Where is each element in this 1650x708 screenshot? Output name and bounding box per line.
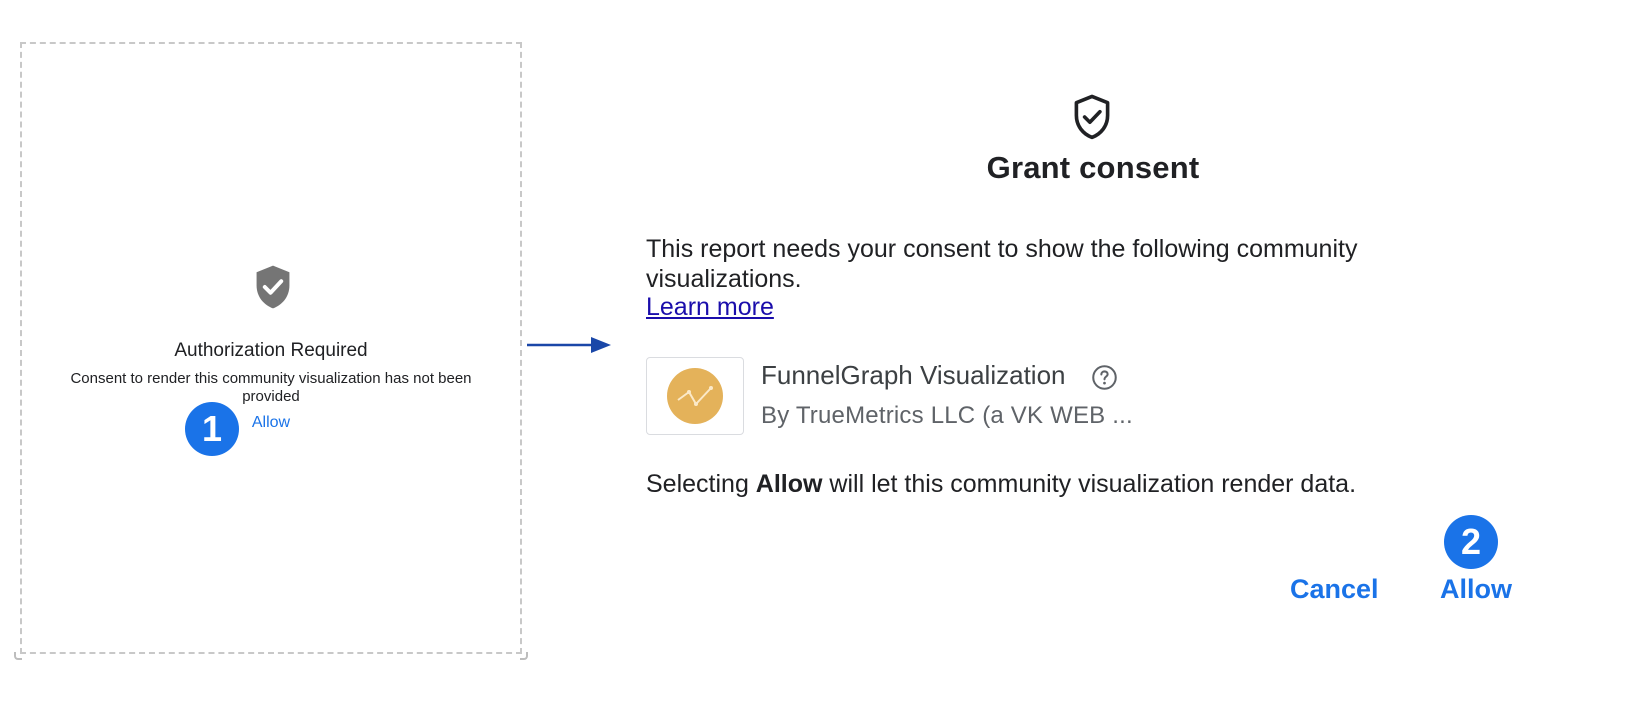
line-chart-icon <box>667 368 723 424</box>
placeholder-allow-link[interactable]: Allow <box>251 414 291 431</box>
consent-note-prefix: Selecting <box>646 470 756 498</box>
visualization-name: FunnelGraph Visualization <box>761 360 1066 390</box>
consent-note: Selecting Allow will let this community … <box>646 470 1356 499</box>
resize-corner-right <box>520 652 528 660</box>
dialog-description: This report needs your consent to show t… <box>646 235 1358 293</box>
authorization-placeholder-card: Authorization Required Consent to render… <box>14 42 528 660</box>
help-circle-icon[interactable] <box>1091 364 1118 391</box>
step-badge-1: 1 <box>185 402 239 456</box>
shield-check-icon <box>256 265 290 309</box>
shield-check-outline-icon <box>1074 94 1110 140</box>
authorization-title: Authorization Required <box>174 340 368 361</box>
visualization-author: By TrueMetrics LLC (a VK WEB ... <box>761 402 1133 429</box>
visualization-thumbnail <box>646 357 744 435</box>
dialog-title: Grant consent <box>986 150 1200 185</box>
consent-note-suffix: will let this community visualization re… <box>822 470 1357 498</box>
resize-corner-left <box>14 652 22 660</box>
cancel-button[interactable]: Cancel <box>1284 570 1385 609</box>
learn-more-link[interactable]: Learn more <box>646 293 774 321</box>
consent-note-bold: Allow <box>755 470 823 498</box>
flow-arrow-icon <box>527 337 611 353</box>
allow-button[interactable]: Allow <box>1434 570 1518 609</box>
authorization-message: Consent to render this community visuali… <box>70 370 472 405</box>
step-badge-2: 2 <box>1444 515 1498 569</box>
